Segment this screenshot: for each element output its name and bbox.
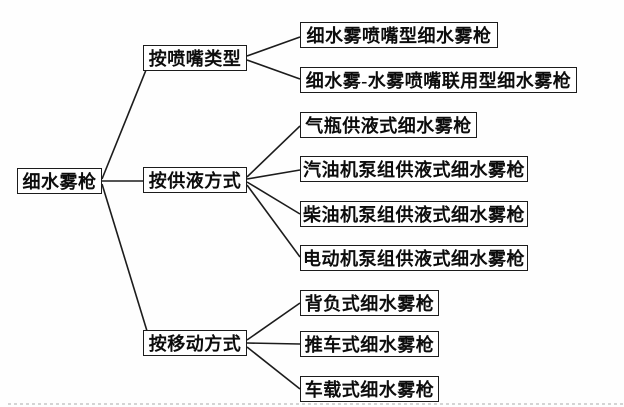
connector-line (246, 169, 301, 180)
tree-node-leaf-diesel-pump-supply: 柴油机泵组供液式细水雾枪 (300, 201, 528, 227)
tree-node-leaf-cart-type: 推车式细水雾枪 (300, 331, 439, 357)
tree-node-leaf-mist-nozzle-type: 细水雾喷嘴型细水雾枪 (300, 22, 498, 48)
connector-line (246, 36, 301, 57)
tree-node-branch-supply-mode: 按供液方式 (143, 167, 247, 193)
connector-line (246, 346, 301, 390)
tree-node-leaf-vehicle-mounted-type: 车载式细水雾枪 (300, 376, 439, 402)
connector-line (246, 342, 301, 345)
tree-node-leaf-mist-water-combined-nozzle-type: 细水雾-水雾喷嘴联用型细水雾枪 (300, 67, 577, 93)
connector-line (246, 125, 301, 178)
tree-node-branch-nozzle-type: 按喷嘴类型 (143, 45, 247, 71)
connector-line (246, 184, 301, 258)
tree-node-leaf-gasoline-pump-supply: 汽油机泵组供液式细水雾枪 (300, 156, 528, 182)
tree-node-leaf-gas-cylinder-supply: 气瓶供液式细水雾枪 (300, 112, 477, 138)
tree-node-leaf-electric-pump-supply: 电动机泵组供液式细水雾枪 (300, 245, 528, 271)
connector-line (101, 69, 147, 180)
connector-line (246, 181, 301, 215)
connector-line (101, 183, 148, 332)
tree-node-branch-mobility-mode: 按移动方式 (143, 330, 247, 356)
connector-line (246, 302, 301, 341)
connector-line (246, 59, 301, 80)
tree-node-root: 细水雾枪 (17, 168, 102, 194)
tree-node-leaf-backpack-type: 背负式细水雾枪 (300, 290, 439, 316)
